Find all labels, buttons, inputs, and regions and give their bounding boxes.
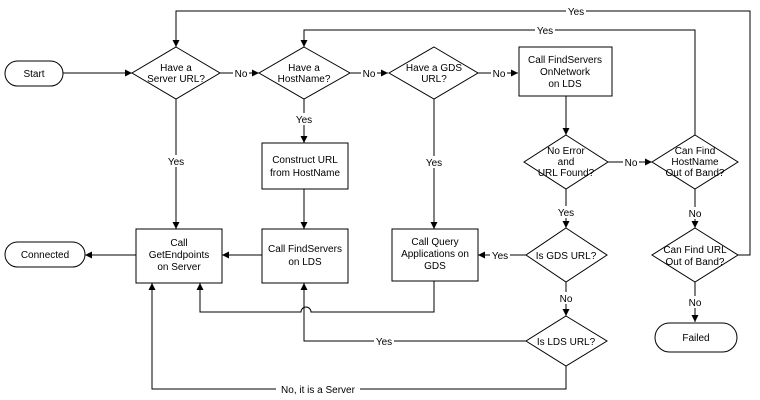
node-have-server-url: Have a Server URL? (131, 46, 221, 100)
node-have-hostname: Have a HostName? (258, 46, 352, 100)
node-failed-label: Failed (682, 333, 709, 344)
label-canhost-yes: Yes (537, 26, 553, 37)
node-getendpoints-line2: GetEndpoints (149, 250, 210, 261)
node-query-line1: Call Query (411, 237, 458, 248)
node-getendpoints-line1: Call (170, 238, 187, 249)
node-have-server-url-line1: Have a (160, 63, 192, 74)
edge-canurl-yes (172, 10, 751, 256)
node-connected-label: Connected (21, 250, 69, 261)
node-is-gds-url: Is GDS URL? (525, 227, 608, 283)
node-call-getendpoints: Call GetEndpoints on Server (135, 228, 223, 284)
node-call-findservers-onnetwork: Call FindServers OnNetwork on LDS (518, 46, 613, 97)
node-construct-url: Construct URL from HostName (261, 142, 349, 190)
edge-labels: No No No Yes Yes Yes No Yes Yes No No Ye… (166, 5, 703, 396)
node-canurl-line2: Out of Band? (666, 257, 725, 268)
node-fson-line1: Call FindServers (528, 55, 602, 66)
node-can-find-hostname: Can Find HostName Out of Band? (651, 134, 739, 190)
label-islds-yes: Yes (376, 337, 392, 348)
label-server-no: No (235, 69, 248, 80)
label-hostname-yes: Yes (296, 115, 312, 126)
label-canhost-no: No (689, 209, 702, 220)
edge-islds-server (148, 283, 567, 390)
nodes: Start Have a Server URL? Have a HostName… (4, 46, 739, 367)
node-canhost-line2: HostName (671, 157, 719, 168)
label-isgds-no: No (560, 294, 573, 305)
label-gds-yes: Yes (426, 158, 442, 169)
node-noerror-line1: No Error (547, 146, 585, 157)
label-canurl-yes: Yes (568, 7, 584, 18)
edge-islds-yes (300, 283, 526, 342)
node-connected: Connected (4, 241, 86, 268)
node-query-line2: Applications on (401, 249, 469, 260)
label-isgds-yes: Yes (492, 251, 508, 262)
node-canhost-line3: Out of Band? (666, 168, 725, 179)
node-construct-url-line2: from HostName (270, 168, 340, 179)
node-findservers-lds-line1: Call FindServers (268, 244, 342, 255)
node-no-error-url-found: No Error and URL Found? (523, 134, 609, 190)
node-fson-line2: OnNetwork (540, 67, 591, 78)
label-server-yes: Yes (168, 157, 184, 168)
node-have-server-url-line2: Server URL? (147, 74, 205, 85)
node-have-hostname-line2: HostName? (278, 74, 331, 85)
edge-canhost-yes (300, 29, 696, 135)
node-fson-line3: on LDS (548, 79, 582, 90)
node-start-label: Start (23, 69, 44, 80)
node-have-gds-url-line2: URL? (421, 74, 447, 85)
node-have-gds-url: Have a GDS URL? (388, 46, 479, 100)
label-islds-server: No, it is a Server (281, 385, 356, 396)
node-have-hostname-line1: Have a (288, 63, 320, 74)
node-findservers-lds-line2: on LDS (288, 257, 322, 268)
label-noerror-no: No (625, 158, 638, 169)
node-noerror-line3: URL Found? (538, 168, 595, 179)
edge-query-to-findservers (196, 281, 435, 313)
node-is-lds-url: Is LDS URL? (525, 315, 608, 367)
node-canhost-line1: Can Find (675, 146, 716, 157)
node-can-find-url: Can Find URL Out of Band? (651, 227, 739, 283)
node-call-findservers-lds: Call FindServers on LDS (261, 228, 349, 284)
node-query-line3: GDS (424, 261, 446, 272)
label-gds-no: No (493, 69, 506, 80)
node-is-lds-url-label: Is LDS URL? (537, 337, 596, 348)
label-noerror-yes: Yes (558, 208, 574, 219)
node-canurl-line1: Can Find URL (663, 245, 727, 256)
node-getendpoints-line3: on Server (157, 262, 201, 273)
node-start: Start (4, 60, 64, 87)
label-hostname-no: No (363, 69, 376, 80)
node-call-query-applications: Call Query Applications on GDS (391, 228, 479, 282)
node-construct-url-line1: Construct URL (272, 155, 338, 166)
node-is-gds-url-label: Is GDS URL? (536, 251, 597, 262)
node-failed: Failed (654, 322, 738, 353)
label-canurl-no: No (689, 298, 702, 309)
node-have-gds-url-line1: Have a GDS (406, 63, 462, 74)
node-noerror-line2: and (558, 157, 575, 168)
